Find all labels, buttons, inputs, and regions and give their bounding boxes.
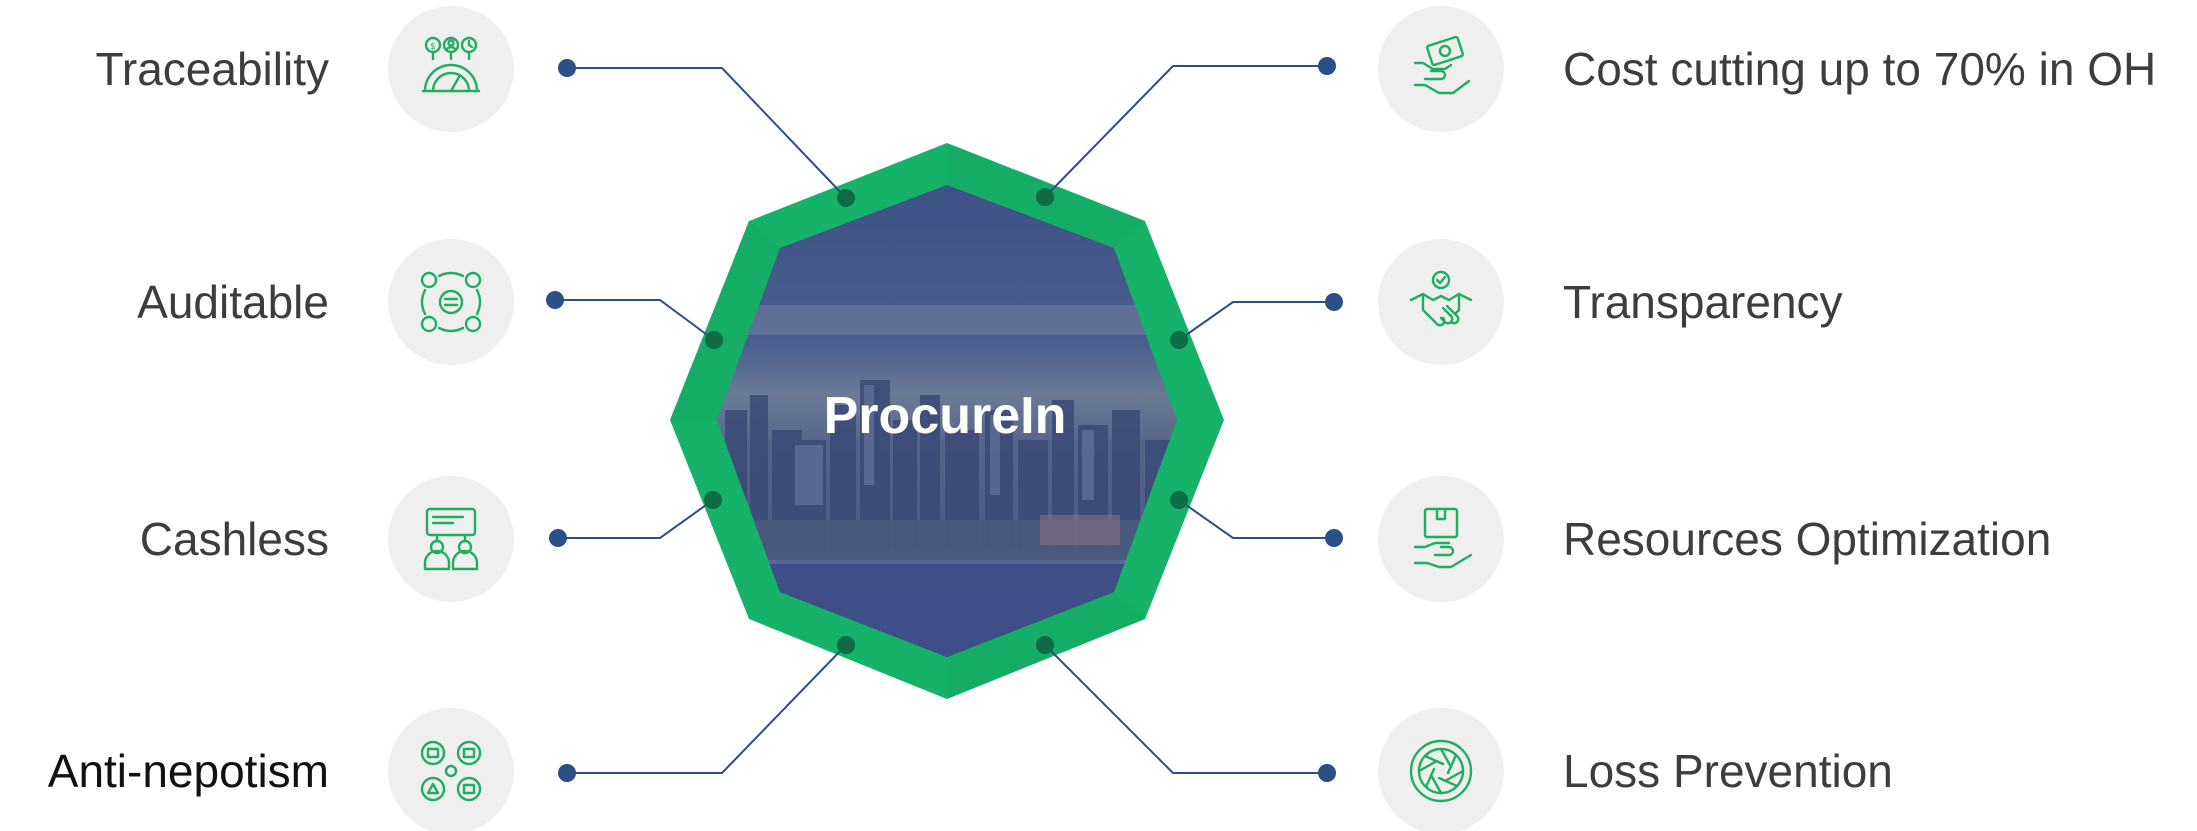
connector-dot bbox=[558, 59, 576, 77]
connector-line-transparency bbox=[1178, 301, 1334, 341]
ring-dot bbox=[1036, 188, 1054, 206]
feature-label-auditable: Auditable bbox=[137, 276, 329, 328]
connector-dot bbox=[1325, 293, 1343, 311]
ring-dot bbox=[1170, 491, 1188, 509]
handshake-check-icon bbox=[1378, 239, 1504, 365]
connector-dot bbox=[546, 291, 564, 309]
ring-dot bbox=[837, 189, 855, 207]
people-network-chat-icon bbox=[388, 239, 514, 365]
feature-label-traceability: Traceability bbox=[95, 43, 329, 95]
feature-label-cashless: Cashless bbox=[139, 513, 329, 565]
feature-label-loss-prevention: Loss Prevention bbox=[1563, 745, 1893, 797]
grid-people-icon bbox=[388, 708, 514, 831]
ring-dot bbox=[704, 491, 722, 509]
svg-text:$: $ bbox=[430, 42, 436, 52]
connector-dot bbox=[549, 529, 567, 547]
feature-label-resources-optimization: Resources Optimization bbox=[1563, 513, 2052, 565]
feature-label-anti-nepotism: Anti-nepotism bbox=[47, 745, 329, 797]
connector-line-resources bbox=[1178, 499, 1334, 539]
hand-money-icon bbox=[1378, 6, 1504, 132]
feature-label-cost-cutting: Cost cutting up to 70% in OH bbox=[1563, 43, 2157, 95]
ring-dot bbox=[1170, 331, 1188, 349]
connector-line-traceability bbox=[567, 67, 847, 199]
ring-dot bbox=[1036, 636, 1054, 654]
card-payment-people-icon bbox=[388, 476, 514, 602]
feature-label-transparency: Transparency bbox=[1563, 276, 1843, 328]
connector-line-anti-nepotism bbox=[567, 644, 847, 774]
connector-line-auditable bbox=[555, 299, 715, 341]
connector-line-cashless bbox=[558, 499, 714, 539]
connector-line-cost-cutting bbox=[1044, 65, 1327, 198]
connector-dot bbox=[558, 764, 576, 782]
connector-dot bbox=[1318, 764, 1336, 782]
connector-dot bbox=[1318, 57, 1336, 75]
shutter-aperture-icon bbox=[1378, 708, 1504, 831]
connector-dot bbox=[1325, 529, 1343, 547]
ring-dot bbox=[705, 331, 723, 349]
ring-dot bbox=[837, 636, 855, 654]
connector-line-loss-prevention bbox=[1044, 644, 1327, 774]
cost-gauge-gear-icon: $ bbox=[388, 6, 514, 132]
center-title: ProcureIn bbox=[823, 387, 1067, 445]
hand-box-icon bbox=[1378, 476, 1504, 602]
